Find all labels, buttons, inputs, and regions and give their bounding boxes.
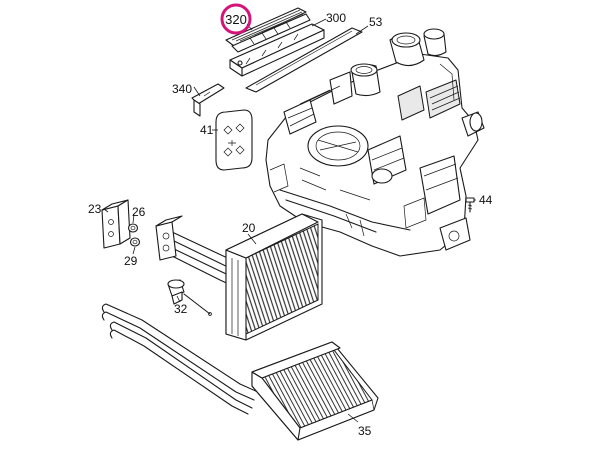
label-44[interactable]: 44	[479, 193, 493, 207]
label-29[interactable]: 29	[124, 254, 138, 268]
highlight-circle	[220, 3, 252, 35]
part-53-seal-strip[interactable]	[245, 27, 363, 93]
part-20-evaporator[interactable]	[155, 213, 323, 341]
part-35-heater-core[interactable]	[101, 303, 379, 441]
label-20[interactable]: 20	[242, 221, 256, 235]
label-41[interactable]: 41	[200, 123, 214, 137]
part-300-filter-frame[interactable]	[229, 23, 325, 77]
part-32-sensor[interactable]	[167, 279, 212, 316]
label-53[interactable]: 53	[369, 15, 383, 29]
part-41-cover-plate[interactable]	[215, 109, 253, 171]
part-23-expansion-valve[interactable]	[101, 199, 131, 249]
part-26-o-ring[interactable]	[127, 223, 139, 233]
label-32[interactable]: 32	[174, 302, 188, 316]
label-35[interactable]: 35	[358, 424, 372, 438]
part-44-screw[interactable]	[465, 197, 475, 213]
label-26[interactable]: 26	[132, 205, 146, 219]
label-340[interactable]: 340	[172, 82, 192, 96]
part-29-o-ring[interactable]	[129, 237, 141, 247]
label-23[interactable]: 23	[88, 202, 102, 216]
label-320[interactable]: 320	[225, 12, 247, 27]
hvac-housing-assembly[interactable]	[265, 28, 485, 257]
part-320-filter-strip[interactable]	[225, 7, 311, 53]
label-300[interactable]: 300	[326, 11, 346, 25]
part-340-clip[interactable]	[191, 83, 225, 117]
leader-lines	[103, 18, 476, 423]
